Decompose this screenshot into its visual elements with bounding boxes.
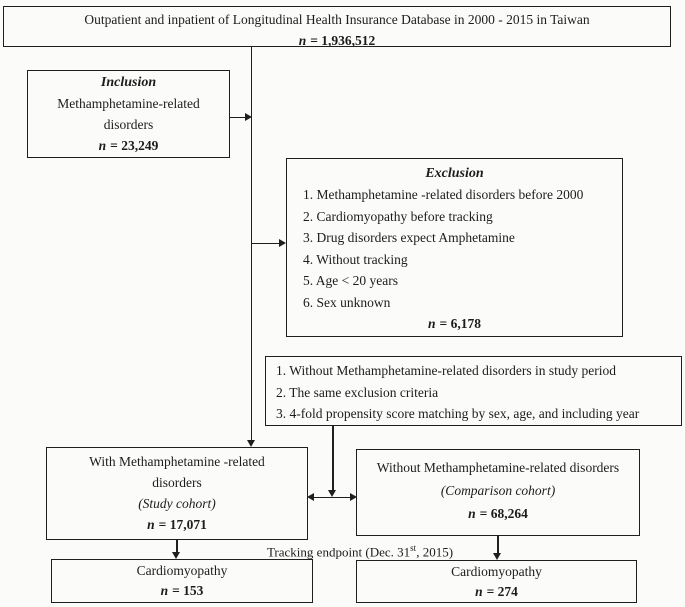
arrow-down-icon [246, 440, 255, 447]
n-symbol: n [475, 584, 483, 599]
main-flow-line [250, 47, 252, 441]
comparison-outcome-title: Cardiomyopathy [451, 564, 542, 579]
comparison-cohort-n: n= 68,264 [357, 502, 639, 525]
n-value: = 153 [172, 583, 204, 598]
n-value: = 23,249 [110, 138, 159, 153]
exclusion-box: Exclusion 1. Methamphetamine -related di… [286, 158, 623, 337]
exclusion-item: 5. Age < 20 years [303, 273, 398, 288]
inclusion-line2: disorders [103, 117, 154, 132]
tracking-endpoint-text: Tracking endpoint (Dec. 31 [266, 544, 411, 560]
n-symbol: n [468, 506, 476, 521]
cohort-link-line [313, 496, 351, 498]
comparison-cohort-box: Without Methamphetamine-related disorder… [356, 449, 640, 536]
inclusion-n: n= 23,249 [28, 135, 229, 156]
exclusion-item-list: 1. Methamphetamine -related disorders be… [293, 184, 616, 313]
inclusion-connector-line [230, 116, 247, 118]
arrow-right-icon [350, 492, 357, 501]
comparison-outcome-n: n= 274 [357, 582, 636, 602]
source-population-box: Outpatient and inpatient of Longitudinal… [3, 6, 671, 48]
n-symbol: n [428, 316, 436, 331]
arrow-down-icon [493, 553, 501, 560]
n-value: = 68,264 [479, 506, 528, 521]
n-value: = 1,936,512 [310, 33, 376, 48]
arrow-down-icon [172, 552, 180, 559]
n-value: = 6,178 [439, 316, 481, 331]
source-population-title: Outpatient and inpatient of Longitudinal… [84, 12, 590, 27]
matching-item: 2. The same exclusion criteria [276, 384, 439, 400]
exclusion-item: 2. Cardiomyopathy before tracking [303, 208, 493, 224]
n-symbol: n [98, 138, 107, 153]
study-outcome-n: n= 153 [52, 581, 312, 601]
study-cohort-box: With Methamphetamine -related disorders … [46, 447, 308, 540]
comparison-outcome-box: Cardiomyopathy n= 274 [356, 560, 637, 603]
exclusion-connector-line [252, 242, 280, 244]
inclusion-heading: Inclusion [100, 75, 157, 90]
matching-item: 1. Without Methamphetamine-related disor… [276, 363, 617, 378]
study-outcome-title: Cardiomyopathy [136, 563, 228, 578]
study-cohort-line1: With Methamphetamine -related [89, 454, 265, 469]
arrow-down-icon [328, 490, 336, 497]
exclusion-item: 6. Sex unknown [303, 294, 391, 310]
exclusion-item: 4. Without tracking [303, 251, 408, 267]
n-symbol: n [147, 517, 155, 532]
exclusion-item: 1. Methamphetamine -related disorders be… [303, 187, 584, 202]
study-cohort-line2: disorders [152, 475, 202, 490]
matching-criteria-box: 1. Without Methamphetamine-related disor… [265, 356, 682, 426]
tracking-endpoint-label: Tracking endpoint (Dec. 31st, 2015) [233, 540, 487, 560]
study-outcome-connector-line [176, 540, 178, 553]
arrow-right-icon [279, 238, 286, 247]
n-symbol: n [298, 33, 307, 48]
study-cohort-subtitle: (Study cohort) [138, 496, 216, 511]
source-population-n: n= 1,936,512 [4, 30, 670, 51]
inclusion-line1: Methamphetamine-related [57, 96, 200, 111]
exclusion-item: 3. Drug disorders expect Amphetamine [303, 230, 515, 245]
exclusion-n: n= 6,178 [293, 313, 616, 334]
arrow-right-icon [245, 112, 252, 121]
inclusion-box: Inclusion Methamphetamine-related disord… [27, 70, 230, 158]
exclusion-heading: Exclusion [425, 166, 484, 181]
study-cohort-n: n= 17,071 [47, 514, 307, 535]
arrow-left-icon [307, 492, 314, 501]
matching-item: 3. 4-fold propensity score matching by s… [276, 406, 640, 421]
n-value: = 274 [486, 584, 518, 599]
superscript-st: st [410, 543, 417, 553]
n-value: = 17,071 [158, 517, 207, 532]
comparison-outcome-connector-line [497, 535, 499, 553]
comparison-cohort-subtitle: (Comparison cohort) [440, 483, 556, 498]
n-symbol: n [160, 583, 169, 598]
comparison-cohort-line1: Without Methamphetamine-related disorder… [376, 460, 620, 475]
tracking-endpoint-text-suffix: , 2015) [416, 544, 454, 560]
study-outcome-box: Cardiomyopathy n= 153 [51, 559, 313, 603]
matching-item-list: 1. Without Methamphetamine-related disor… [272, 360, 675, 425]
matching-connector-line [332, 426, 334, 490]
